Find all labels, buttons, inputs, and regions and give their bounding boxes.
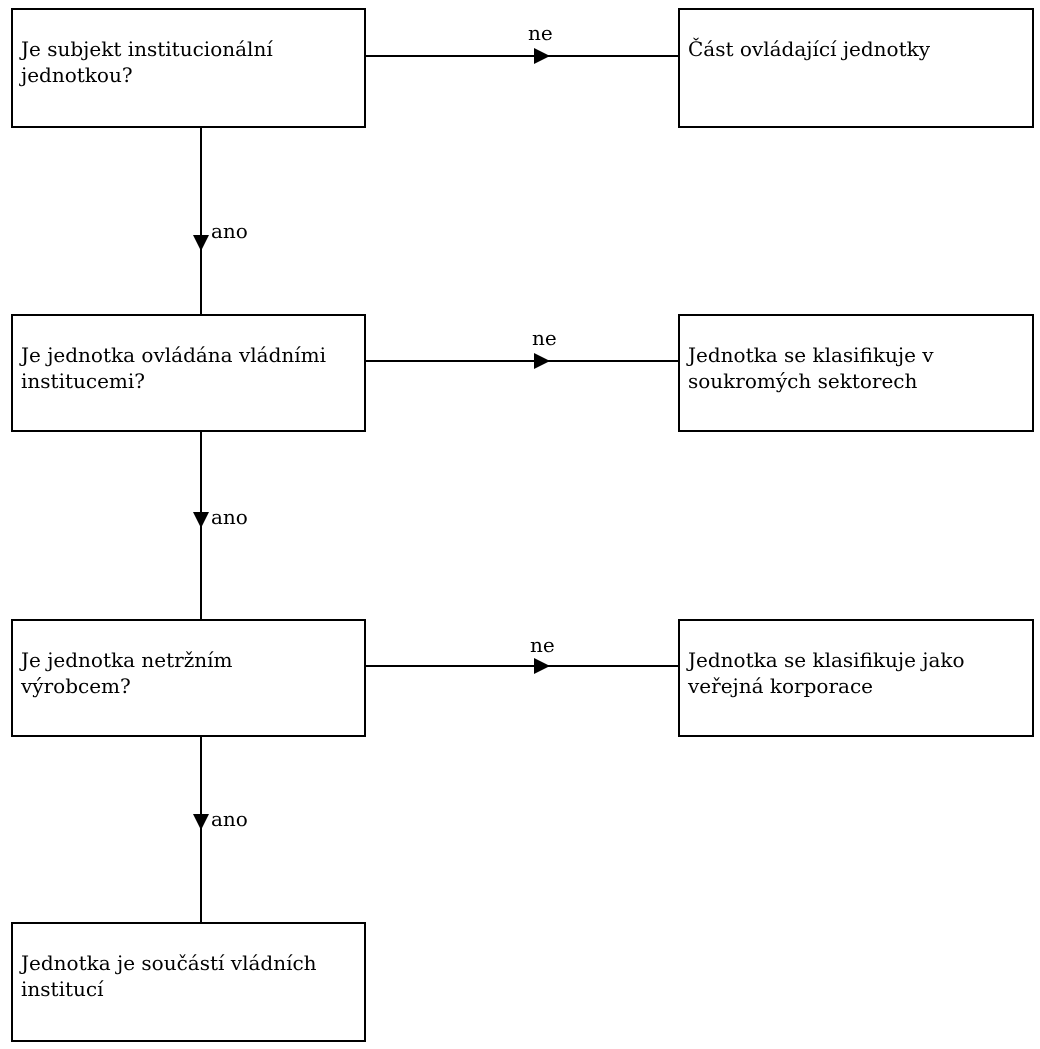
outcome-box-4: Jednotka je součástí vládních institucí xyxy=(11,922,366,1042)
edge-yes-3 xyxy=(193,737,209,922)
question-box-2: Je jednotka ovládána vládními institucem… xyxy=(11,314,366,432)
outcome-box-2: Jednotka se klasifikuje v soukromých sek… xyxy=(678,314,1034,432)
outcome-box-3: Jednotka se klasifikuje jako veřejná kor… xyxy=(678,619,1034,737)
edge-label-no-1: ne xyxy=(528,21,553,45)
edge-no-1 xyxy=(366,48,678,64)
edge-label-yes-2: ano xyxy=(211,505,248,529)
outcome-box-1: Část ovládající jednotky xyxy=(678,8,1034,128)
question-box-1: Je subjekt institucionální jednotkou? xyxy=(11,8,366,128)
question-box-3: Je jednotka netržním výrobcem? xyxy=(11,619,366,737)
edge-no-2 xyxy=(366,353,678,369)
edge-label-yes-1: ano xyxy=(211,219,248,243)
edge-label-no-2: ne xyxy=(532,326,557,350)
edge-yes-2 xyxy=(193,432,209,619)
edge-label-yes-3: ano xyxy=(211,807,248,831)
edge-yes-1 xyxy=(193,128,209,314)
edge-label-no-3: ne xyxy=(530,633,555,657)
edge-no-3 xyxy=(366,658,678,674)
